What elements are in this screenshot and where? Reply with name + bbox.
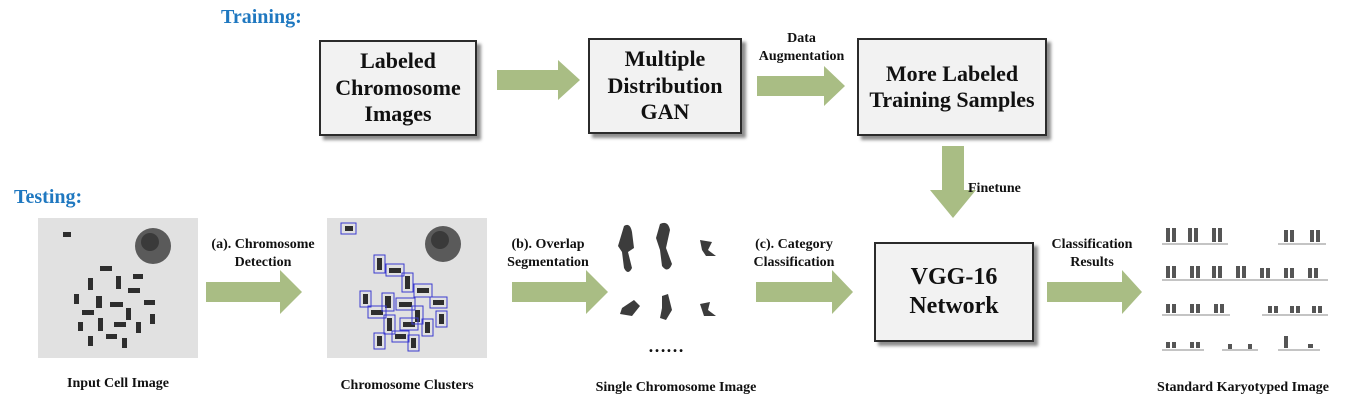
testing-title: Testing:	[14, 186, 83, 208]
step-c-label: (c). Category Classification	[753, 237, 835, 271]
arrow-step-c	[756, 270, 853, 314]
caption-chromosome-clusters: Chromosome Clusters	[340, 378, 474, 393]
arrow-step-a	[206, 270, 302, 314]
chromosome-clusters-image	[327, 218, 487, 358]
karyotype-image	[1158, 222, 1348, 362]
finetune-label: Finetune	[968, 181, 1021, 196]
classification-results-label: Classification Results	[1051, 237, 1133, 271]
caption-karyotyped-image: Standard Karyotyped Image	[1157, 380, 1329, 395]
arrow-step-b	[512, 270, 608, 314]
arrow-results	[1047, 270, 1142, 314]
vgg16-network-box: VGG-16 Network	[874, 242, 1034, 342]
multiple-distribution-gan-box: Multiple Distribution GAN	[588, 38, 742, 134]
caption-input-cell-image: Input Cell Image	[67, 376, 169, 391]
input-cell-image	[38, 218, 198, 358]
ellipsis: ……	[648, 336, 684, 356]
data-augmentation-label: Data Augmentation	[758, 31, 845, 65]
step-a-label: (a). Chromosome Detection	[211, 237, 315, 271]
labeled-chromosome-images-box: Labeled Chromosome Images	[319, 40, 477, 136]
caption-single-chromosome: Single Chromosome Image	[595, 380, 757, 395]
arrow-box1-to-box2	[497, 60, 580, 100]
arrow-box2-to-box3	[757, 66, 845, 106]
step-b-label: (b). Overlap Segmentation	[507, 237, 589, 271]
arrow-finetune-down	[930, 146, 976, 218]
training-title: Training:	[221, 6, 302, 28]
single-chromosome-images	[612, 218, 732, 348]
more-labeled-samples-box: More Labeled Training Samples	[857, 38, 1047, 136]
